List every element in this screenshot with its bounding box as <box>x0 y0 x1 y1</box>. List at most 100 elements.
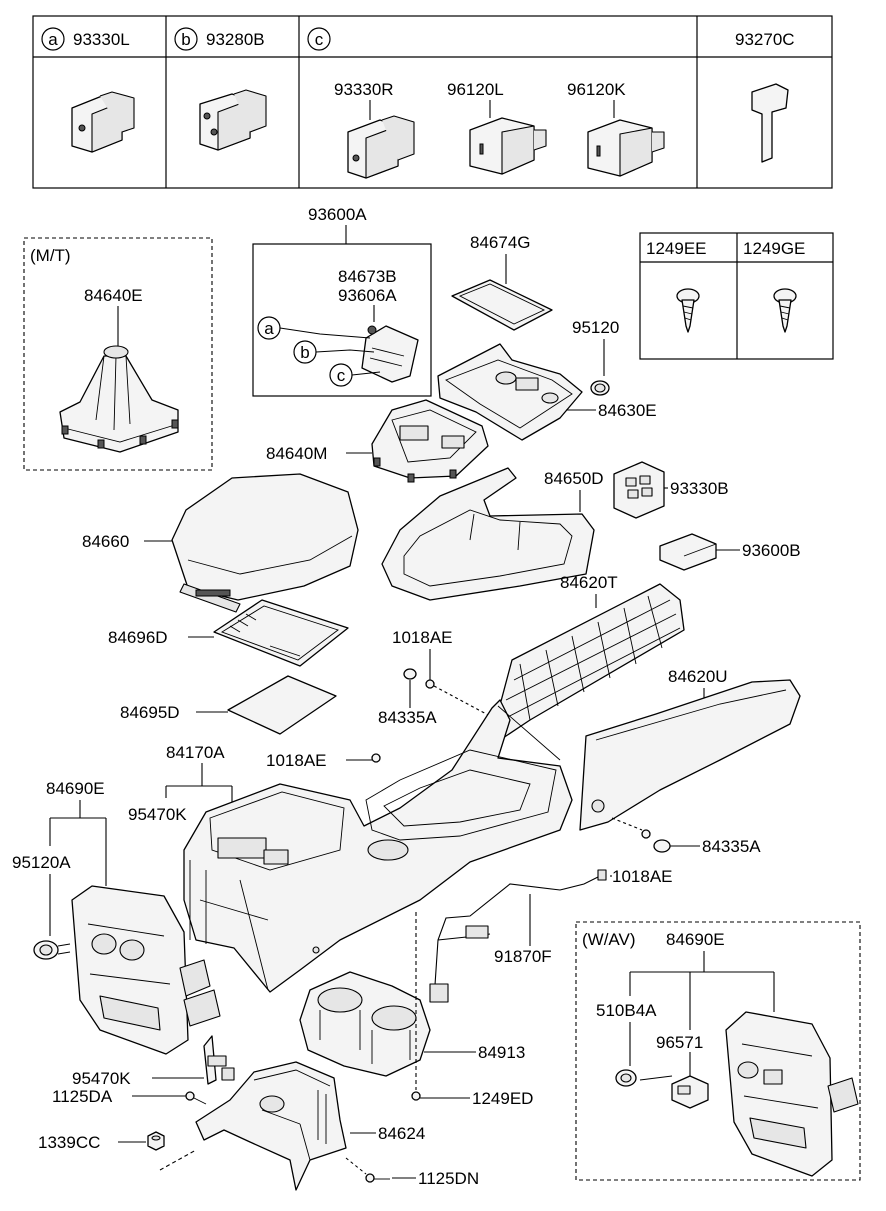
switch-93330B-drawing <box>613 461 665 519</box>
module-96120L-drawing <box>469 117 547 175</box>
switch-header-table: a 93330L b 93280B c 93270C 93330R <box>32 15 833 189</box>
label-84620U: 84620U <box>668 667 728 686</box>
label-84630E: 84630E <box>598 401 657 420</box>
wav-box-title: (W/AV) <box>582 930 636 949</box>
label-84624: 84624 <box>378 1124 425 1143</box>
console-upper-84650D-drawing <box>381 467 595 601</box>
label-84660: 84660 <box>82 532 129 551</box>
marker-b-circle <box>174 27 198 51</box>
screw-code-1249EE: 1249EE <box>646 239 707 258</box>
screw-1249EE-drawing <box>676 288 700 333</box>
label-95470K-2: 95470K <box>72 1069 131 1088</box>
label-95470K-1: 95470K <box>128 805 187 824</box>
module-96120K-drawing <box>587 119 665 177</box>
header-code-96120L: 96120L <box>447 80 504 99</box>
label-1018AE-1: 1018AE <box>392 628 453 647</box>
label-93330B: 93330B <box>670 479 729 498</box>
label-1249ED: 1249ED <box>472 1089 533 1108</box>
mt-box-title: (M/T) <box>30 246 71 265</box>
cap-84335A-1-drawing <box>403 668 417 680</box>
label-84640M: 84640M <box>266 444 327 463</box>
callout-c: c <box>337 366 346 385</box>
main-console-84170A-drawing <box>183 699 573 993</box>
label-84690E: 84690E <box>46 779 105 798</box>
label-84650D: 84650D <box>544 469 604 488</box>
rear-cover-84690E-wav-drawing <box>725 1011 859 1177</box>
socket-510B4A-drawing <box>615 1069 637 1087</box>
header-code-93280B: 93280B <box>206 30 265 49</box>
callout-a: a <box>264 319 274 338</box>
side-cover-84620U-drawing <box>579 679 801 831</box>
cap-84335A-2-drawing <box>653 839 671 853</box>
label-84690E-wav: 84690E <box>666 930 725 949</box>
header-code-93270C: 93270C <box>735 30 795 49</box>
bracket-84624-drawing <box>195 1061 347 1191</box>
clip-1018AE-3-drawing <box>641 829 651 839</box>
clip-93270C-drawing <box>751 83 789 163</box>
screw-1125DA-drawing <box>185 1091 207 1105</box>
label-91870F: 91870F <box>494 947 552 966</box>
jack-96571-drawing <box>671 1075 709 1109</box>
label-95120: 95120 <box>572 318 619 337</box>
label-84674G: 84674G <box>470 233 531 252</box>
label-84696D: 84696D <box>108 628 168 647</box>
header-code-96120K: 96120K <box>567 80 626 99</box>
armrest-84660-drawing <box>171 473 359 613</box>
label-84335A-1: 84335A <box>378 708 437 727</box>
screw-code-1249GE: 1249GE <box>743 239 805 258</box>
screw-1249ED-drawing <box>411 1091 421 1101</box>
label-93600B: 93600B <box>742 541 801 560</box>
label-84170A: 84170A <box>166 743 225 762</box>
screw-1249GE-drawing <box>773 288 797 333</box>
label-93600A: 93600A <box>308 205 367 224</box>
socket-95120A-drawing <box>33 940 71 960</box>
shifter-indicator-group: 93600A 84673B 93606A a b c <box>252 205 432 397</box>
switch-93280B-drawing <box>199 89 267 151</box>
marker-a-circle <box>41 27 65 51</box>
pad-84674G-drawing <box>451 279 553 331</box>
label-84640E: 84640E <box>84 286 143 305</box>
shift-boot-84640E-drawing <box>59 345 179 453</box>
label-84673B: 84673B <box>338 267 397 286</box>
screws-table: 1249EE 1249GE <box>639 232 834 360</box>
cupholder-84913-drawing <box>299 971 431 1077</box>
label-93606A: 93606A <box>338 286 397 305</box>
header-code-93330L: 93330L <box>73 30 130 49</box>
label-84335A-2: 84335A <box>702 837 761 856</box>
label-1125DA: 1125DA <box>52 1087 113 1106</box>
socket-95120-drawing <box>590 380 610 396</box>
screw-1125DN-drawing <box>365 1173 390 1183</box>
label-84913: 84913 <box>478 1043 525 1062</box>
rear-cover-84690E-drawing <box>71 885 221 1055</box>
label-95120A: 95120A <box>12 853 71 872</box>
label-84695D: 84695D <box>120 703 180 722</box>
marker-a: a <box>48 30 58 49</box>
marker-c: c <box>315 30 324 49</box>
label-510B4A: 510B4A <box>596 1001 657 1020</box>
header-code-93330R: 93330R <box>334 80 394 99</box>
wav-box: (W/AV) 84690E 510B4A 96571 <box>575 921 861 1181</box>
harness-91870F-drawing <box>429 869 607 1003</box>
marker-c-circle <box>307 27 331 51</box>
mt-box: (M/T) 84640E <box>23 237 213 471</box>
mat-84696D-drawing <box>213 599 349 667</box>
switch-93330R-drawing <box>347 115 415 179</box>
clip-95470K-drawing <box>203 1035 235 1085</box>
indicator-bezel-drawing <box>361 325 419 383</box>
label-1339CC: 1339CC <box>38 1133 100 1152</box>
clip-1018AE-1-drawing <box>425 679 435 689</box>
shift-bezel-84640M-drawing <box>371 399 489 483</box>
module-93600B-drawing <box>659 533 717 571</box>
mat-84695D-drawing <box>227 675 337 735</box>
label-1018AE-2: 1018AE <box>266 751 327 770</box>
label-96571: 96571 <box>656 1033 703 1052</box>
upper-cover-84630E-drawing <box>437 343 583 441</box>
label-84620T: 84620T <box>560 573 618 592</box>
callout-b: b <box>300 343 309 362</box>
switch-93330L-drawing <box>71 91 135 153</box>
clip-1018AE-2-drawing <box>371 753 381 763</box>
marker-b: b <box>181 30 190 49</box>
label-1125DN: 1125DN <box>418 1169 479 1188</box>
label-1018AE-3: 1018AE <box>612 867 673 886</box>
